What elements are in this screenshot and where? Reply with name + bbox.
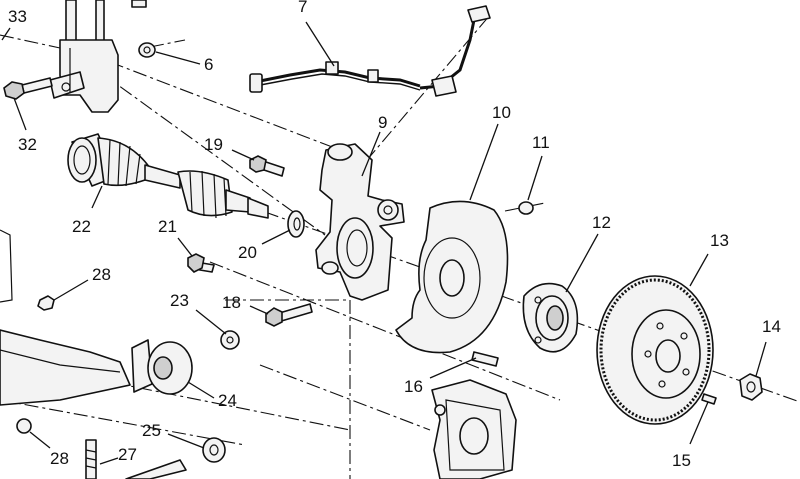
nut-28-lower bbox=[16, 418, 32, 434]
callout-22: 22 bbox=[72, 217, 91, 236]
bolt-21 bbox=[187, 253, 215, 273]
callout-23: 23 bbox=[170, 291, 189, 310]
callout-13: 13 bbox=[710, 231, 729, 250]
callout-6: 6 bbox=[204, 55, 213, 74]
callout-11: 11 bbox=[532, 133, 550, 152]
callout-12: 12 bbox=[592, 213, 611, 232]
callout-21: 21 bbox=[158, 217, 177, 236]
nut-23 bbox=[220, 330, 240, 350]
splash-shield-10 bbox=[395, 200, 509, 354]
brake-rotor-13 bbox=[596, 275, 714, 425]
callout-32: 32 bbox=[18, 135, 37, 154]
callout-19: 19 bbox=[204, 135, 223, 154]
callout-14: 14 bbox=[762, 317, 781, 336]
callout-33: 33 bbox=[8, 7, 27, 26]
lower-control-arm bbox=[0, 229, 131, 406]
bolt-25 bbox=[202, 437, 226, 463]
callout-16: 16 bbox=[404, 377, 423, 396]
callout-15: 15 bbox=[672, 451, 691, 470]
brake-caliper bbox=[431, 379, 517, 479]
leader-lines bbox=[1, 21, 767, 465]
bolt-27 bbox=[85, 439, 187, 479]
callout-9: 9 bbox=[378, 113, 387, 132]
steering-knuckle-9 bbox=[315, 143, 405, 301]
hub-nut-14 bbox=[739, 373, 763, 401]
strut-bracket bbox=[49, 0, 147, 113]
callout-28-lower: 28 bbox=[50, 449, 69, 468]
bushing-24 bbox=[131, 339, 193, 395]
nut-6 bbox=[138, 42, 156, 58]
bolt-16 bbox=[471, 351, 499, 367]
wheel-hub-12 bbox=[522, 282, 579, 353]
callouts: 33 7 6 32 19 9 10 11 22 21 20 28 12 13 2… bbox=[8, 0, 781, 470]
callout-20: 20 bbox=[238, 243, 257, 262]
bolt-19 bbox=[249, 155, 285, 177]
callout-27: 27 bbox=[118, 445, 137, 464]
callout-18: 18 bbox=[222, 293, 241, 312]
callout-24: 24 bbox=[218, 391, 237, 410]
bolt-32 bbox=[3, 77, 53, 100]
screw-15 bbox=[701, 393, 717, 405]
callout-10: 10 bbox=[492, 103, 511, 122]
drive-axle-22 bbox=[67, 133, 269, 219]
washer-20 bbox=[287, 210, 305, 238]
bolt-18 bbox=[265, 303, 313, 327]
bolt-11 bbox=[518, 201, 534, 215]
sensor-harness-7 bbox=[249, 5, 491, 97]
callout-7: 7 bbox=[298, 0, 307, 16]
callout-28: 28 bbox=[92, 265, 111, 284]
callout-25: 25 bbox=[142, 421, 161, 440]
